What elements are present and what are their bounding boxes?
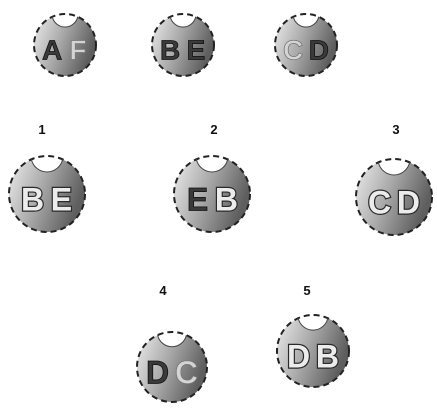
sequence-1-letter-1: A	[42, 35, 62, 66]
option-1-letter-2: E	[51, 182, 72, 218]
option-5-letter-1: D	[287, 339, 310, 375]
option-number-1: 1	[32, 122, 52, 137]
sequence-3-letter-1: C	[283, 35, 303, 66]
option-4-letter-2: C	[175, 355, 198, 391]
sequence-tile-3: CD CD	[271, 10, 341, 80]
option-number-3: 3	[386, 122, 406, 137]
option-number-2: 2	[204, 122, 224, 137]
option-number-5: 5	[297, 283, 317, 298]
option-2-letter-1: E	[187, 182, 208, 218]
option-4-letter-1: D	[146, 355, 169, 391]
sequence-2-letter-1: B	[160, 35, 180, 66]
option-3-letter-1: C	[368, 185, 391, 221]
option-3-letter-2: D	[397, 185, 420, 221]
option-2-letter-2: B	[215, 182, 238, 218]
sequence-2-letter-2: E	[187, 35, 206, 66]
sequence-3-letter-2: D	[309, 35, 329, 66]
sequence-1-letter-2: F	[69, 35, 86, 66]
sequence-tile-1: AF AF	[30, 10, 100, 80]
option-number-4: 4	[153, 283, 173, 298]
option-5-letter-2: B	[316, 339, 339, 375]
option-1-letter-1: B	[21, 182, 44, 218]
sequence-tile-2: BE BE	[148, 10, 218, 80]
